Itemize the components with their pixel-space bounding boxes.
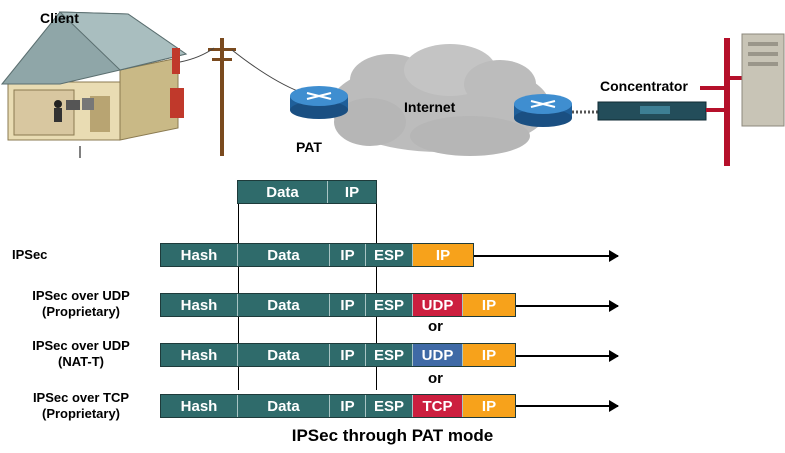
network-segment-icon <box>700 38 742 166</box>
packet-cell-hash: Hash <box>161 395 238 417</box>
utility-pole-icon <box>208 38 236 156</box>
server-icon <box>741 33 785 127</box>
packet-cell-esp: ESP <box>366 244 413 266</box>
packet-cell-outer-ip: IP <box>463 344 515 366</box>
row-label-line: IPSec <box>12 247 48 262</box>
packet-cell-hash: Hash <box>161 244 238 266</box>
packet-cell-data: Data <box>238 344 330 366</box>
row-label-ipsec-udp-proprietary: IPSec over UDP (Proprietary) <box>6 288 156 320</box>
client-label: Client <box>40 10 79 26</box>
row-label-line: (NAT-T) <box>58 354 104 369</box>
packet-ipsec: Hash Data IP ESP IP <box>160 243 474 267</box>
packet-cell-data: Data <box>238 244 330 266</box>
packet-cell-ip: IP <box>330 294 366 316</box>
packet-cell-ip: IP <box>330 344 366 366</box>
row-label-ipsec: IPSec <box>12 247 162 263</box>
network-illustration <box>0 11 785 166</box>
packet-cell-data: Data <box>238 181 328 203</box>
row-label-line: IPSec over UDP <box>32 338 130 353</box>
packet-cell-outer-ip: IP <box>463 294 515 316</box>
row-label-ipsec-tcp-proprietary: IPSec over TCP (Proprietary) <box>6 390 156 422</box>
router-icon <box>514 94 572 127</box>
arrow-right-icon <box>516 300 619 312</box>
row-label-line: (Proprietary) <box>41 406 121 421</box>
packet-cell-udp: UDP <box>413 294 463 316</box>
arrow-right-icon <box>516 350 619 362</box>
pat-label: PAT <box>296 139 322 155</box>
packet-cell-outer-ip: IP <box>413 244 473 266</box>
row-label-line: IPSec over TCP <box>32 390 130 405</box>
pat-router-icon <box>290 86 348 119</box>
packet-cell-ip: IP <box>330 244 366 266</box>
packet-cell-esp: ESP <box>366 294 413 316</box>
concentrator-label: Concentrator <box>600 78 688 94</box>
arrow-right-icon <box>516 400 619 412</box>
internet-cloud-icon <box>330 44 550 156</box>
packet-cell-outer-ip: IP <box>463 395 515 417</box>
row-label-line: (Proprietary) <box>41 304 121 319</box>
packet-cell-ip: IP <box>328 181 376 203</box>
or-label: or <box>428 370 443 387</box>
packet-cell-esp: ESP <box>366 344 413 366</box>
packet-ipsec-udp-natt: Hash Data IP ESP UDP IP <box>160 343 516 367</box>
original-packet: Data IP <box>237 180 377 204</box>
packet-cell-udp: UDP <box>413 344 463 366</box>
or-label: or <box>428 318 443 335</box>
packet-cell-ip: IP <box>330 395 366 417</box>
packet-cell-hash: Hash <box>161 294 238 316</box>
diagram-caption: IPSec through PAT mode <box>291 426 494 445</box>
packet-cell-esp: ESP <box>366 395 413 417</box>
internet-label: Internet <box>404 99 456 115</box>
client-house-icon <box>0 11 188 141</box>
packet-cell-hash: Hash <box>161 344 238 366</box>
row-label-line: IPSec over UDP <box>32 288 130 303</box>
row-label-ipsec-udp-natt: IPSec over UDP (NAT-T) <box>6 338 156 370</box>
packet-cell-data: Data <box>238 395 330 417</box>
packet-ipsec-udp-proprietary: Hash Data IP ESP UDP IP <box>160 293 516 317</box>
packet-cell-data: Data <box>238 294 330 316</box>
packet-ipsec-tcp-proprietary: Hash Data IP ESP TCP IP <box>160 394 516 418</box>
packet-cell-tcp: TCP <box>413 395 463 417</box>
arrow-right-icon <box>474 250 619 262</box>
concentrator-device-icon <box>597 101 707 121</box>
